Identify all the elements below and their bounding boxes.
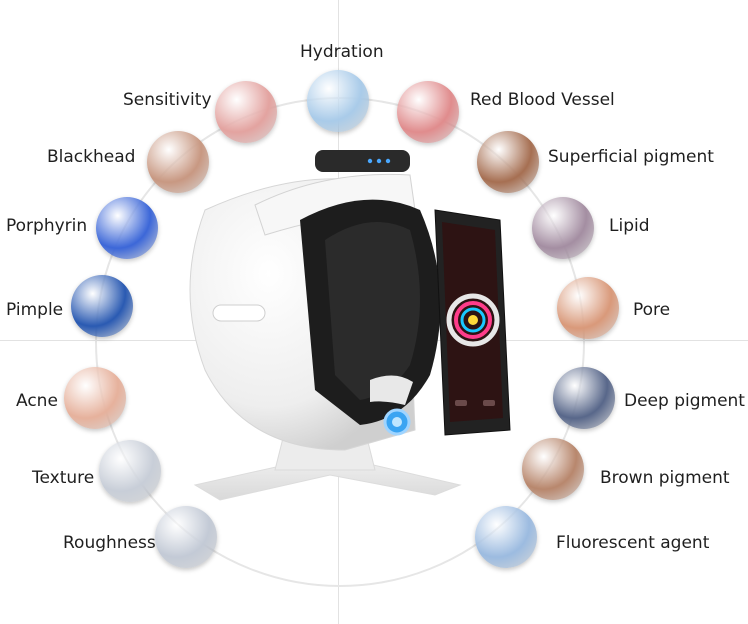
feature-label: Blackhead — [47, 147, 136, 167]
feature-label: Texture — [32, 468, 95, 488]
feature-label: Pore — [633, 300, 671, 320]
feature-label: Red Blood Vessel — [470, 90, 615, 110]
tablet-screen — [434, 209, 511, 436]
pigment-swatch — [477, 131, 539, 193]
skin-analyzer-machine — [189, 150, 511, 501]
feature-label: Porphyrin — [6, 216, 88, 236]
texture-swatch — [99, 440, 161, 502]
lipid-swatch — [532, 197, 594, 259]
feature-label: Superficial pigment — [548, 147, 714, 167]
red-skin-swatch — [215, 81, 277, 143]
pore-swatch — [557, 277, 619, 339]
brown-pigment-swatch — [522, 438, 584, 500]
acne-swatch — [64, 367, 126, 429]
feature-label: Roughness — [63, 533, 156, 553]
side-handle — [212, 304, 266, 322]
chin-rest — [370, 375, 413, 405]
device-top-bar — [315, 150, 410, 172]
feature-label: Sensitivity — [123, 90, 212, 110]
feature-label: Hydration — [300, 42, 384, 62]
feature-label: Brown pigment — [600, 468, 730, 488]
feature-label: Pimple — [6, 300, 64, 320]
nose-swatch — [147, 131, 209, 193]
feature-label: Acne — [16, 391, 58, 411]
roughness-swatch — [155, 506, 217, 568]
uv-pimple-swatch — [71, 275, 133, 337]
feature-label: Lipid — [609, 216, 650, 236]
water-drops-swatch — [307, 70, 369, 132]
uv-blue-swatch — [96, 197, 158, 259]
feature-label: Fluorescent agent — [556, 533, 710, 553]
feature-label: Deep pigment — [624, 391, 745, 411]
fluorescent-swatch — [475, 506, 537, 568]
vessel-swatch — [397, 81, 459, 143]
deep-pigment-swatch — [553, 367, 615, 429]
